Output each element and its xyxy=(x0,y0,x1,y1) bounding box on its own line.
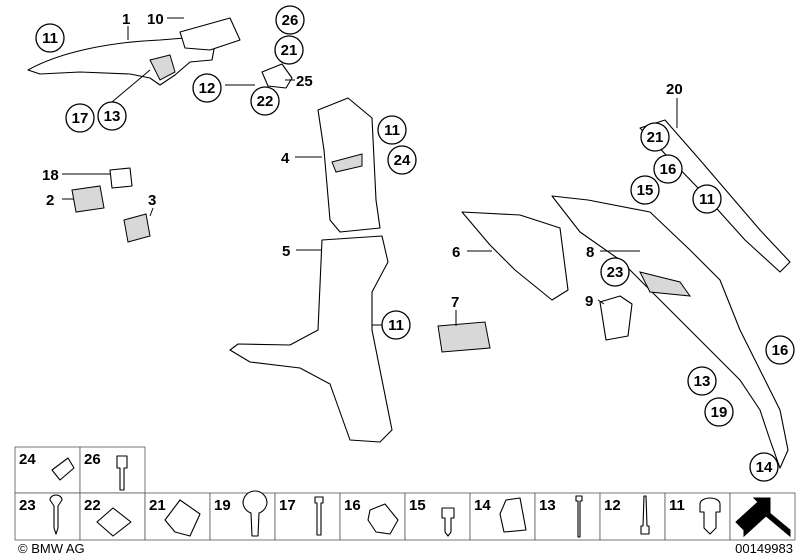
callout-13: 13 xyxy=(687,366,717,396)
part-3-cover xyxy=(123,213,151,243)
svg-text:21: 21 xyxy=(281,42,298,59)
legend-label-13: 13 xyxy=(539,497,556,514)
callout-17: 17 xyxy=(65,103,95,133)
legend-label-21: 21 xyxy=(149,497,166,514)
callout-11: 11 xyxy=(692,184,722,214)
svg-text:11: 11 xyxy=(388,317,404,334)
callout-16: 16 xyxy=(653,154,683,184)
fastener-22-pad-icon xyxy=(96,507,132,537)
legend-label-15: 15 xyxy=(409,497,426,514)
legend-label-22: 22 xyxy=(84,497,101,514)
part-5-b-pillar-lower xyxy=(229,235,393,443)
callout-26: 26 xyxy=(275,5,305,35)
callout-7: 7 xyxy=(451,294,459,311)
svg-text:11: 11 xyxy=(384,122,400,139)
callout-21: 21 xyxy=(640,122,670,152)
callout-2: 2 xyxy=(46,192,54,209)
callout-11: 11 xyxy=(377,115,407,145)
svg-text:15: 15 xyxy=(637,182,654,199)
part-18-clip xyxy=(109,167,133,189)
svg-text:26: 26 xyxy=(282,12,299,29)
svg-text:16: 16 xyxy=(660,161,677,178)
callout-19: 19 xyxy=(704,397,734,427)
part-25-clip xyxy=(261,63,293,89)
circled-callouts: 11 26 21 12 22 17 13 11 24 11 21 16 15 1… xyxy=(35,5,795,482)
svg-text:11: 11 xyxy=(42,30,58,47)
callout-15: 15 xyxy=(630,175,660,205)
legend-label-26: 26 xyxy=(84,451,101,468)
legend-label-17: 17 xyxy=(279,497,296,514)
fastener-12-rivet-icon xyxy=(640,495,650,535)
fastener-13-screw-icon xyxy=(575,495,583,538)
callout-25: 25 xyxy=(296,73,313,90)
svg-text:17: 17 xyxy=(72,110,89,127)
callout-11: 11 xyxy=(381,310,411,340)
svg-text:11: 11 xyxy=(699,191,715,208)
part-2-cover xyxy=(71,185,105,213)
part-8-c-pillar-trim xyxy=(551,195,789,469)
legend-label-11: 11 xyxy=(669,497,685,514)
callout-13: 13 xyxy=(97,101,127,131)
callout-8: 8 xyxy=(586,244,594,261)
part-a-pillar-trim xyxy=(27,37,216,86)
legend-label-16: 16 xyxy=(344,497,361,514)
svg-text:13: 13 xyxy=(104,108,121,125)
callout-14: 14 xyxy=(749,452,779,482)
part-6-trim xyxy=(461,211,569,301)
callout-16: 16 xyxy=(765,335,795,365)
svg-text:13: 13 xyxy=(694,373,711,390)
callout-22: 22 xyxy=(250,86,280,116)
callout-12: 12 xyxy=(192,73,222,103)
part-10-bracket xyxy=(179,17,241,51)
callout-1: 1 xyxy=(122,11,130,28)
legend-label-12: 12 xyxy=(604,497,621,514)
callout-11: 11 xyxy=(35,23,65,53)
legend-bottom-row: 23 22 21 19 17 16 15 14 13 12 11 xyxy=(14,490,796,541)
callout-21: 21 xyxy=(274,35,304,65)
callout-18: 18 xyxy=(42,167,59,184)
legend-label-23: 23 xyxy=(19,497,36,514)
callout-10: 10 xyxy=(147,11,164,28)
svg-text:21: 21 xyxy=(647,129,664,146)
fastener-17-bolt-icon xyxy=(314,496,324,536)
callout-9: 9 xyxy=(585,293,593,310)
arrow-icon xyxy=(735,497,791,538)
fastener-legend: 24 26 23 22 21 19 17 16 15 14 13 12 xyxy=(14,446,796,541)
svg-text:23: 23 xyxy=(607,264,624,281)
fastener-11-clip-icon xyxy=(699,497,721,535)
callout-4: 4 xyxy=(281,150,290,167)
callout-6: 6 xyxy=(452,244,460,261)
svg-text:19: 19 xyxy=(711,404,728,421)
fastener-16-nut-icon xyxy=(367,503,399,535)
legend-label-19: 19 xyxy=(214,497,231,514)
copyright-text: © BMW AG xyxy=(18,541,85,556)
callout-23: 23 xyxy=(600,257,630,287)
diagram-number: 00149983 xyxy=(735,541,793,556)
svg-text:12: 12 xyxy=(199,80,216,97)
fastener-19-plug-icon xyxy=(242,490,268,537)
part-9-cap xyxy=(599,295,633,341)
leader-lines xyxy=(62,17,678,326)
svg-text:16: 16 xyxy=(772,342,789,359)
callout-3: 3 xyxy=(148,192,156,209)
fastener-14-clip-icon xyxy=(499,497,527,533)
callout-5: 5 xyxy=(282,243,290,260)
callout-20: 20 xyxy=(666,81,683,98)
svg-text:22: 22 xyxy=(257,93,274,110)
fastener-23-screw-icon xyxy=(49,494,63,535)
part-4-b-pillar-upper xyxy=(317,97,381,233)
svg-text:14: 14 xyxy=(756,459,773,476)
legend-label-14: 14 xyxy=(474,497,491,514)
fastener-24-icon xyxy=(51,457,75,481)
legend-label-24: 24 xyxy=(19,451,36,468)
plain-callouts: 1 10 25 20 4 18 2 3 5 6 8 7 9 xyxy=(42,11,683,311)
callout-24: 24 xyxy=(387,145,417,175)
svg-text:24: 24 xyxy=(394,152,411,169)
fastener-15-screw-icon xyxy=(441,507,455,537)
fastener-26-icon xyxy=(116,455,128,491)
part-7-cover xyxy=(437,321,491,353)
fastener-21-clip-icon xyxy=(164,499,201,537)
